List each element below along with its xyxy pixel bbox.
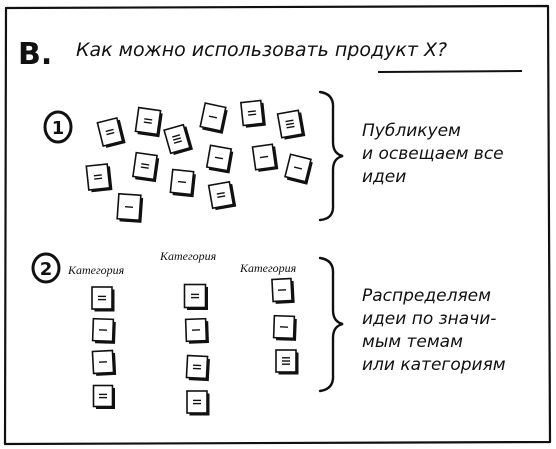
idea-note — [284, 153, 313, 185]
category-columns — [91, 277, 299, 416]
step1-caption-line: идеи — [362, 167, 407, 187]
idea-note — [276, 109, 306, 140]
step1-caption-line: Публикуем — [362, 121, 461, 141]
scattered-ideas — [85, 99, 313, 223]
idea-note — [163, 123, 194, 156]
category-label-1: Категория — [68, 263, 125, 277]
idea-note — [251, 143, 279, 172]
idea-note — [207, 180, 237, 211]
idea-note — [91, 286, 115, 312]
step1-caption-line: и освещаем все — [362, 144, 504, 164]
section-title: Как можно использовать продукт Х? — [76, 39, 447, 61]
step2-brace — [318, 256, 344, 393]
idea-note — [169, 168, 196, 198]
idea-note — [185, 354, 210, 382]
step2-caption: Распределяем идеи по значи- мым темам ил… — [362, 285, 506, 377]
category-label-2: Категория — [160, 249, 217, 263]
idea-note — [184, 317, 209, 344]
idea-note — [91, 317, 116, 344]
step1-caption: Публикуем и освещаем все идеи — [362, 120, 504, 189]
step1-number: 1 — [52, 118, 65, 139]
idea-note — [275, 349, 299, 375]
outer-border — [3, 4, 552, 446]
section-letter: В. — [18, 37, 52, 72]
idea-note — [205, 144, 234, 174]
idea-note — [183, 283, 208, 310]
idea-note — [91, 349, 117, 376]
idea-note — [96, 116, 126, 148]
idea-note — [92, 384, 115, 409]
step2-caption-line: мым темам — [362, 332, 463, 352]
step2-number: 2 — [40, 259, 53, 280]
step1-marker: 1 — [43, 110, 73, 144]
idea-note — [132, 151, 160, 183]
idea-note — [186, 390, 210, 416]
step2-caption-line: Распределяем — [362, 286, 491, 306]
step2-marker: 2 — [31, 252, 61, 284]
step2-caption-line: или категориям — [362, 355, 506, 375]
idea-note — [239, 99, 266, 128]
category-label-3: Категория — [240, 261, 297, 275]
idea-note — [271, 277, 295, 304]
idea-note — [116, 192, 144, 223]
idea-note — [134, 106, 163, 138]
idea-note — [199, 102, 228, 134]
idea-note — [85, 163, 113, 193]
title-underline — [377, 70, 523, 73]
idea-note — [272, 314, 297, 341]
step2-caption-line: идеи по значи- — [362, 309, 497, 329]
step1-brace — [318, 90, 344, 222]
